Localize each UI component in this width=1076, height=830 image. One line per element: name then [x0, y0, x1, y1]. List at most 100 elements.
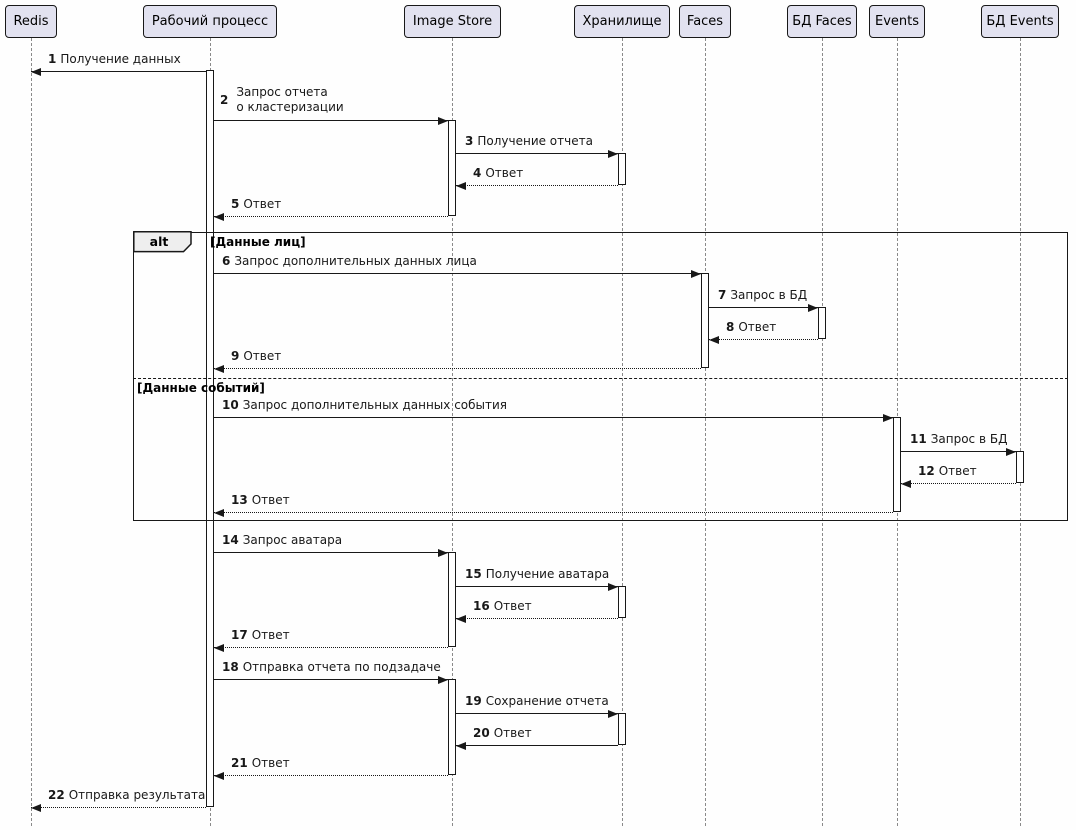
arrowhead-right-icon [438, 676, 448, 684]
activation-image-store-3 [448, 679, 456, 775]
message-arrow-4 [456, 182, 618, 190]
participant-storage: Хранилище [574, 5, 670, 38]
arrowhead-left-icon [456, 615, 466, 623]
message-text: Сохранение отчета [485, 694, 609, 708]
arrowhead-right-icon [608, 583, 618, 591]
alt-operator-badge [133, 231, 192, 253]
message-text: Получение аватара [485, 567, 610, 581]
lifeline-bd-events [1020, 38, 1021, 826]
message-number: 19 [465, 694, 482, 708]
arrowhead-left-icon [214, 644, 224, 652]
message-text: Запрос дополнительных данных лица [234, 254, 477, 268]
message-arrow-12 [901, 480, 1016, 488]
arrowhead-right-icon [438, 117, 448, 125]
arrowhead-right-icon [1006, 448, 1016, 456]
message-text: Отправка отчета по подзадаче [242, 660, 441, 674]
alt-frame [133, 232, 1068, 521]
lifeline-faces [705, 38, 706, 826]
message-number: 1 [48, 52, 57, 66]
message-arrow-3 [456, 150, 618, 158]
activation-image-store-1 [448, 120, 456, 216]
message-text: Ответ [738, 320, 777, 334]
message-number: 2 [220, 92, 229, 107]
message-number: 13 [231, 493, 248, 507]
message-arrow-20 [456, 742, 618, 750]
message-text: Получение отчета [477, 134, 593, 148]
message-arrow-15 [456, 583, 618, 591]
message-text: Ответ [243, 349, 282, 363]
lifeline-storage [622, 38, 623, 826]
message-text-line2: о кластеризации [236, 100, 344, 114]
message-text: Получение данных [60, 52, 181, 66]
arrowhead-left-icon [709, 336, 719, 344]
message-number: 10 [222, 398, 239, 412]
participant-redis: Redis [5, 5, 57, 38]
participant-faces: Faces [679, 5, 731, 38]
message-number: 7 [718, 288, 727, 302]
message-number: 8 [726, 320, 735, 334]
activation-events [893, 417, 901, 512]
activation-faces [701, 273, 709, 368]
message-text-line1: Запрос отчета [236, 85, 328, 99]
lifeline-redis [31, 38, 32, 826]
activation-bd-faces [818, 307, 826, 339]
activation-storage-3 [618, 713, 626, 745]
message-number: 11 [910, 432, 927, 446]
alt-operator-label: alt [149, 234, 169, 249]
message-number: 5 [231, 197, 240, 211]
message-arrow-11 [901, 448, 1016, 456]
message-arrow-14 [214, 549, 448, 557]
arrowhead-right-icon [883, 414, 893, 422]
lifeline-image-store [452, 38, 453, 826]
alt-guard-events: [Данные событий] [137, 381, 265, 395]
participant-label: Faces [686, 14, 724, 29]
participant-label: Redis [13, 14, 49, 29]
message-text: Запрос дополнительных данных события [242, 398, 508, 412]
message-text: Ответ [251, 756, 290, 770]
arrowhead-left-icon [31, 804, 41, 812]
message-arrow-10 [214, 414, 893, 422]
message-number: 12 [918, 464, 935, 478]
message-text: Ответ [493, 726, 532, 740]
lifeline-bd-faces [822, 38, 823, 826]
participant-bd-faces: БД Faces [787, 5, 857, 38]
message-number: 21 [231, 756, 248, 770]
message-arrow-6 [214, 270, 701, 278]
message-text: Ответ [493, 599, 532, 613]
message-number: 20 [473, 726, 490, 740]
message-number: 17 [231, 628, 248, 642]
message-number: 22 [48, 788, 65, 802]
activation-storage-1 [618, 153, 626, 185]
message-number: 9 [231, 349, 240, 363]
participant-bd-events: БД Events [981, 5, 1059, 38]
message-text: Ответ [243, 197, 282, 211]
message-text: Отправка результата [68, 788, 206, 802]
message-arrow-17 [214, 644, 448, 652]
arrowhead-left-icon [214, 365, 224, 373]
message-arrow-13 [214, 509, 893, 517]
arrowhead-right-icon [691, 270, 701, 278]
arrowhead-right-icon [438, 549, 448, 557]
message-arrow-21 [214, 772, 448, 780]
participant-label: Рабочий процесс [151, 14, 269, 29]
arrowhead-left-icon [214, 213, 224, 221]
message-arrow-16 [456, 615, 618, 623]
activation-image-store-2 [448, 552, 456, 647]
